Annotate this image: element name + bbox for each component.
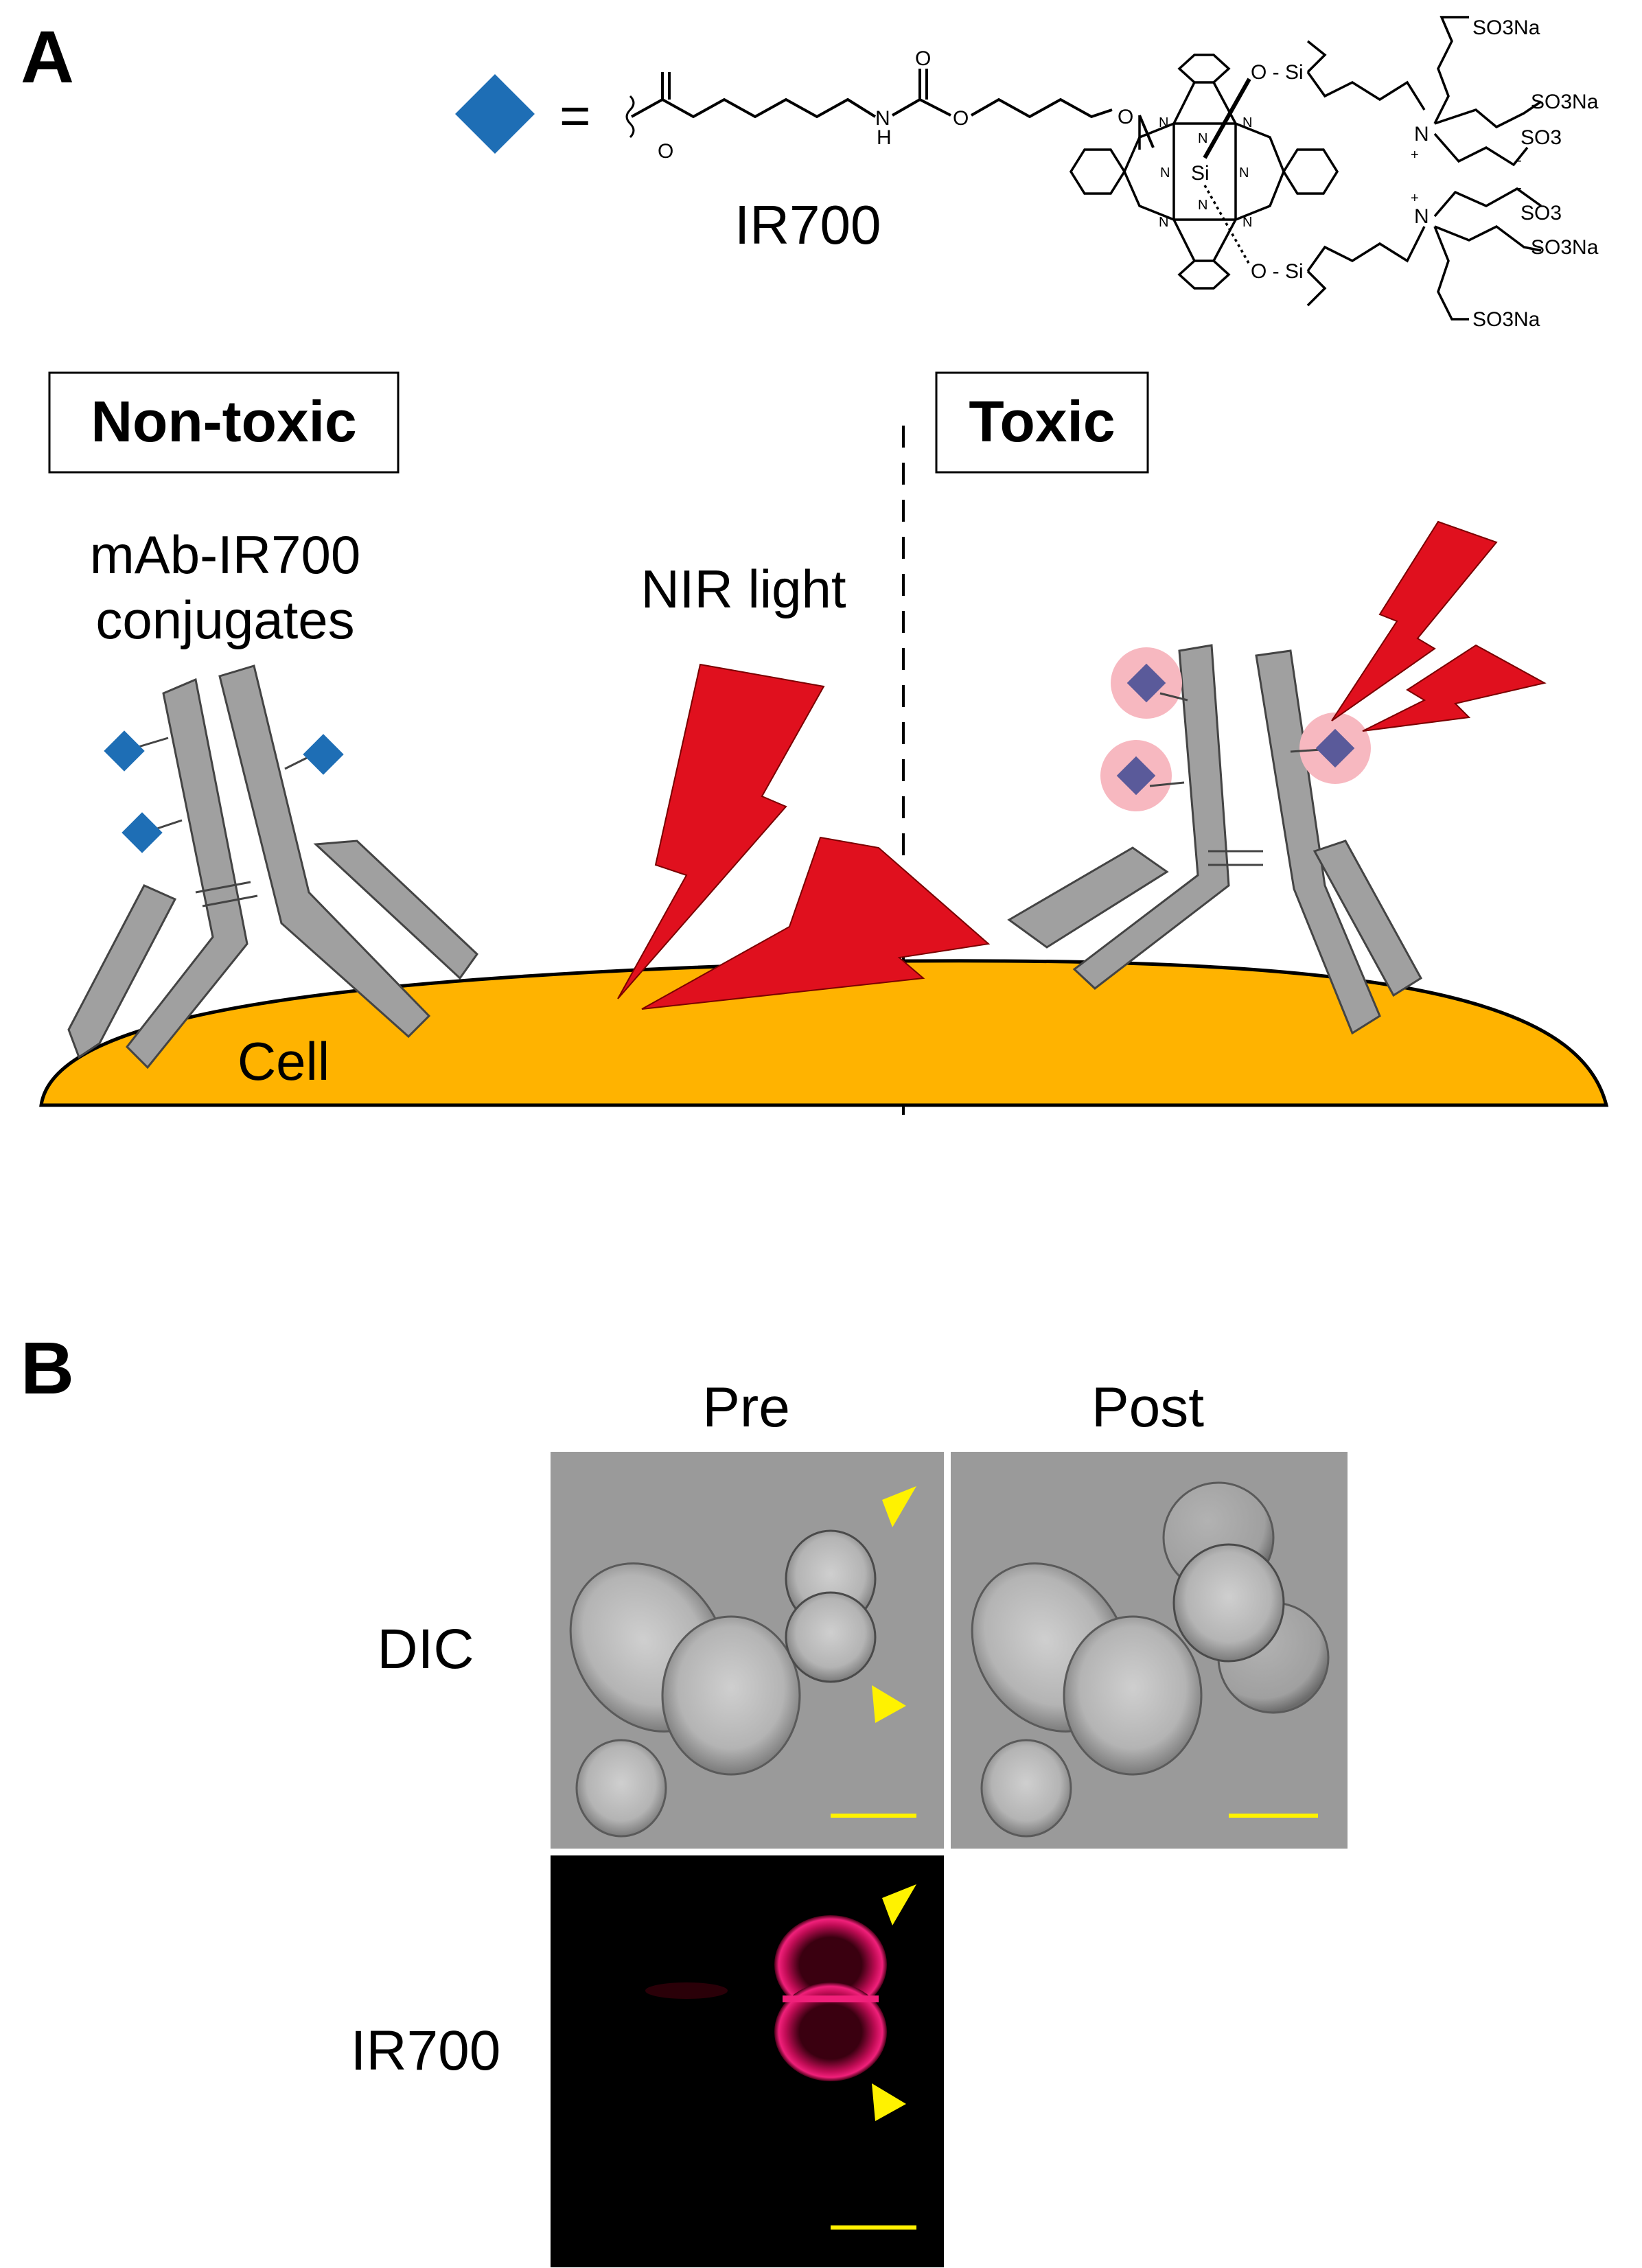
chem-n-5: N (1159, 115, 1168, 130)
chem-so3-minus-1: SO3 (1520, 126, 1562, 149)
chem-plus-bottom: + (1411, 191, 1419, 206)
conjugates-label-line2: conjugates (95, 590, 354, 650)
chem-h-amide: H (877, 126, 892, 149)
panel-b-letter: B (21, 1326, 74, 1409)
dye-name-label: IR700 (735, 194, 881, 255)
dic-pre-image (551, 1452, 944, 1849)
legend-equals: = (559, 85, 591, 146)
chem-so3na-3: SO3Na (1531, 236, 1599, 259)
cell-label: Cell (238, 1031, 329, 1091)
non-toxic-label: Non-toxic (91, 389, 356, 454)
active-dye-2 (1116, 756, 1156, 796)
dye-marker-1 (104, 730, 145, 772)
nir-light-bolts (617, 663, 991, 1010)
chem-minus-1: - (1517, 153, 1522, 168)
chem-so3-minus-2: SO3 (1520, 202, 1562, 224)
antibody-left (67, 664, 478, 1069)
chem-o-carbamate-top: O (915, 47, 931, 70)
row-ir700-label: IR700 (351, 2020, 501, 2082)
nir-light-label: NIR light (640, 559, 846, 619)
chem-n-plus-top: N (1414, 123, 1429, 146)
chem-n-8: N (1242, 215, 1252, 230)
ir700-fluorescence-image (551, 1855, 944, 2267)
chem-o-si-top: O - Si (1251, 61, 1304, 84)
dye-marker-2 (122, 812, 163, 853)
active-dye-1 (1126, 663, 1166, 703)
ir700-legend-diamond (455, 74, 535, 154)
chem-o-ether: O (1118, 106, 1133, 128)
active-dye-3 (1315, 728, 1355, 768)
column-pre-label: Pre (702, 1376, 790, 1439)
toxic-label: Toxic (969, 389, 1115, 454)
non-toxic-box (48, 371, 400, 474)
arrowhead-ir700-bottom (872, 2083, 906, 2121)
antibody-right (1007, 644, 1422, 1035)
chem-so3na-2: SO3Na (1531, 91, 1599, 113)
chem-n-amide: N (875, 107, 890, 130)
chem-so3na-4: SO3Na (1472, 308, 1540, 331)
chem-n-4: N (1239, 165, 1249, 181)
arrowhead-pre-top (882, 1486, 916, 1527)
chem-plus-top: + (1411, 148, 1419, 163)
dye-marker-3 (303, 734, 344, 775)
silyl-chains (1306, 16, 1542, 321)
chem-o-carbonyl: O (658, 140, 673, 163)
chem-n-2: N (1198, 198, 1207, 213)
chem-si-center: Si (1191, 162, 1210, 185)
activated-dye-markers (1100, 647, 1371, 811)
toxic-box (935, 371, 1149, 474)
chem-n-7: N (1159, 215, 1168, 230)
chem-so3na-1: SO3Na (1472, 16, 1540, 39)
chem-o-si-bottom: O - Si (1251, 260, 1304, 283)
chem-n-plus-bottom: N (1414, 205, 1429, 228)
chem-n-3: N (1160, 165, 1170, 181)
arrowhead-ir700-top (882, 1884, 916, 1925)
column-post-label: Post (1091, 1376, 1204, 1439)
chem-n-1: N (1198, 131, 1207, 146)
panel-a-letter: A (21, 15, 74, 98)
chem-minus-2: - (1517, 181, 1522, 196)
arrowhead-pre-bottom (872, 1685, 906, 1723)
ir700-linker-structure (625, 69, 1155, 148)
chem-n-6: N (1242, 115, 1252, 130)
dic-post-image (951, 1452, 1348, 1849)
dye-markers-left (104, 730, 344, 853)
chem-o-carbamate: O (953, 107, 969, 130)
row-dic-label: DIC (377, 1618, 474, 1680)
emission-bolts (1331, 520, 1547, 732)
conjugates-label-line1: mAb-IR700 (90, 524, 361, 585)
phthalocyanine-core (1069, 54, 1339, 290)
